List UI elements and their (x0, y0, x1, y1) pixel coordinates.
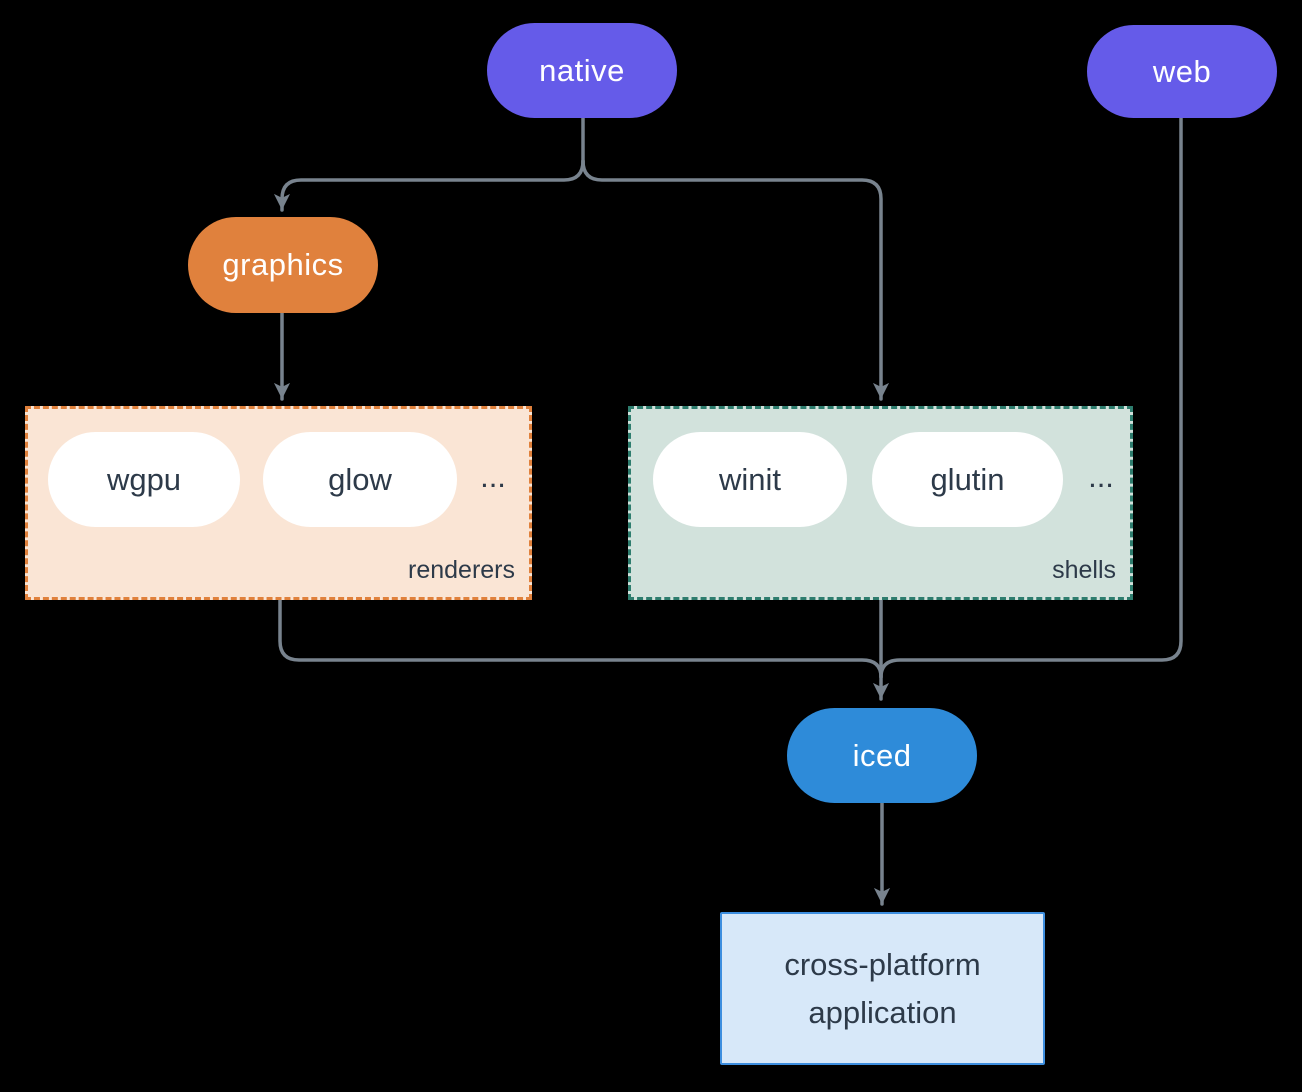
node-native: native (487, 23, 677, 118)
node-glow-label: glow (328, 461, 392, 497)
edge-renderers-to-iced (278, 598, 883, 679)
node-web-label: web (1152, 53, 1212, 89)
renderers-ellipsis: ... (480, 459, 506, 494)
shells-group-label: shells (1052, 556, 1116, 584)
edge-native-to-graphics (273, 159, 585, 212)
node-graphics-label: graphics (222, 247, 344, 282)
node-glutin-label: glutin (930, 461, 1005, 497)
renderers-group-label: renderers (408, 556, 515, 584)
node-web: web (1087, 25, 1277, 118)
edge-web-to-iced (879, 116, 1183, 679)
node-wgpu: wgpu (48, 432, 240, 527)
node-graphics: graphics (188, 217, 378, 313)
node-glutin: glutin (872, 432, 1063, 527)
application-label: cross-platform application (784, 946, 981, 1030)
node-iced-label: iced (852, 737, 912, 773)
group-renderers: wgpu glow ... renderers (25, 406, 532, 600)
node-iced: iced (787, 708, 977, 803)
edge-native-to-shells (581, 159, 890, 401)
shells-ellipsis: ... (1088, 459, 1114, 494)
node-winit-label: winit (718, 461, 781, 497)
node-glow: glow (263, 432, 457, 527)
node-native-label: native (539, 52, 625, 88)
node-cross-platform-application: cross-platform application (720, 912, 1045, 1065)
node-winit: winit (653, 432, 847, 527)
node-wgpu-label: wgpu (106, 461, 182, 497)
group-shells: winit glutin ... shells (628, 406, 1133, 600)
